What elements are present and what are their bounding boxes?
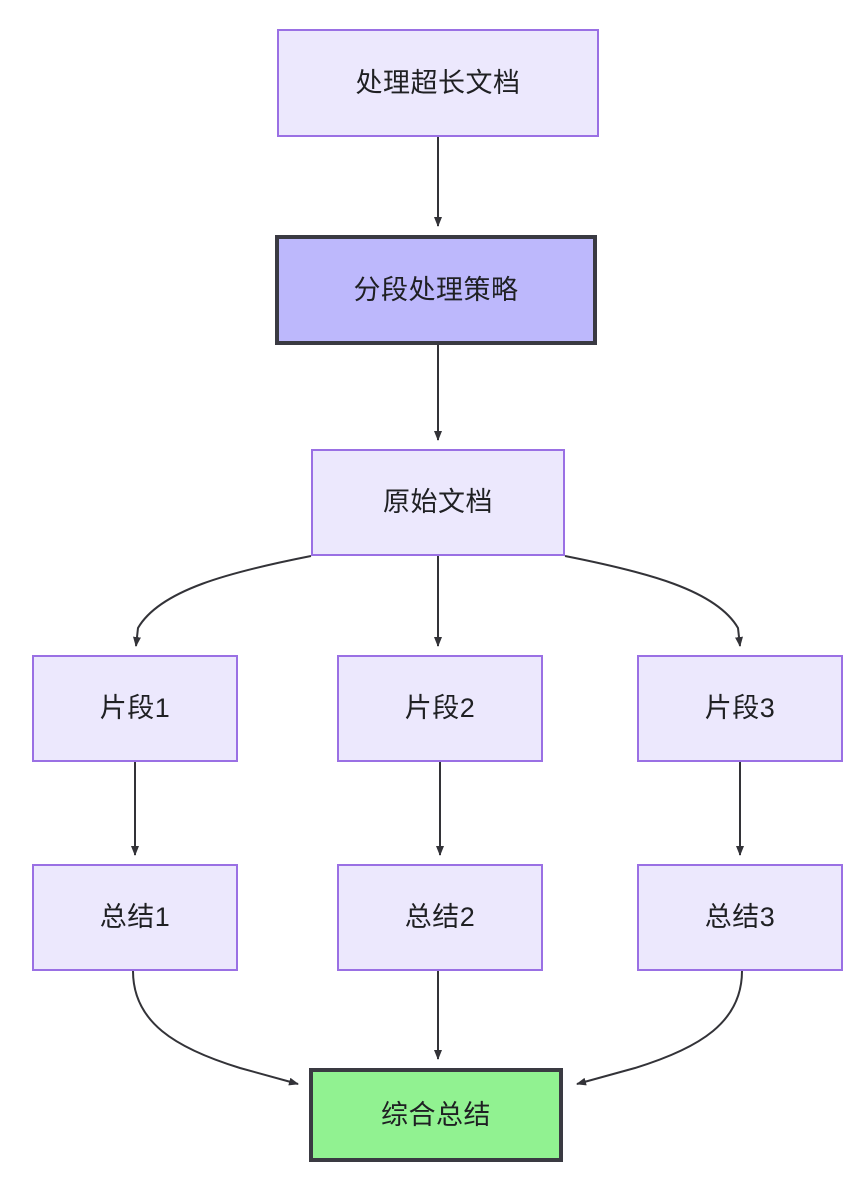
edge-source-to-chunk1 <box>133 555 312 647</box>
node-process-long-document[interactable]: 处理超长文档 <box>277 29 599 137</box>
node-label: 片段3 <box>704 693 776 724</box>
node-label: 原始文档 <box>383 487 493 518</box>
node-combined-summary[interactable]: 综合总结 <box>309 1068 563 1162</box>
node-label: 片段1 <box>99 693 171 724</box>
node-chunk-3[interactable]: 片段3 <box>637 655 843 762</box>
node-label: 片段2 <box>404 693 476 724</box>
node-label: 处理超长文档 <box>355 67 521 98</box>
node-chunk-1[interactable]: 片段1 <box>32 655 238 762</box>
edge-summary1-to-final <box>132 970 299 1086</box>
node-label: 总结1 <box>99 902 171 933</box>
node-summary-3[interactable]: 总结3 <box>637 864 843 971</box>
edge-summary3-to-final <box>576 970 743 1086</box>
node-chunk-2[interactable]: 片段2 <box>337 655 543 762</box>
node-summary-1[interactable]: 总结1 <box>32 864 238 971</box>
node-summary-2[interactable]: 总结2 <box>337 864 543 971</box>
node-label: 总结2 <box>404 902 476 933</box>
node-source-document[interactable]: 原始文档 <box>311 449 565 556</box>
node-label: 分段处理策略 <box>353 274 519 305</box>
node-chunking-strategy[interactable]: 分段处理策略 <box>275 235 597 345</box>
node-label: 总结3 <box>704 902 776 933</box>
node-label: 综合总结 <box>381 1099 491 1130</box>
edge-source-to-chunk3 <box>564 555 743 647</box>
